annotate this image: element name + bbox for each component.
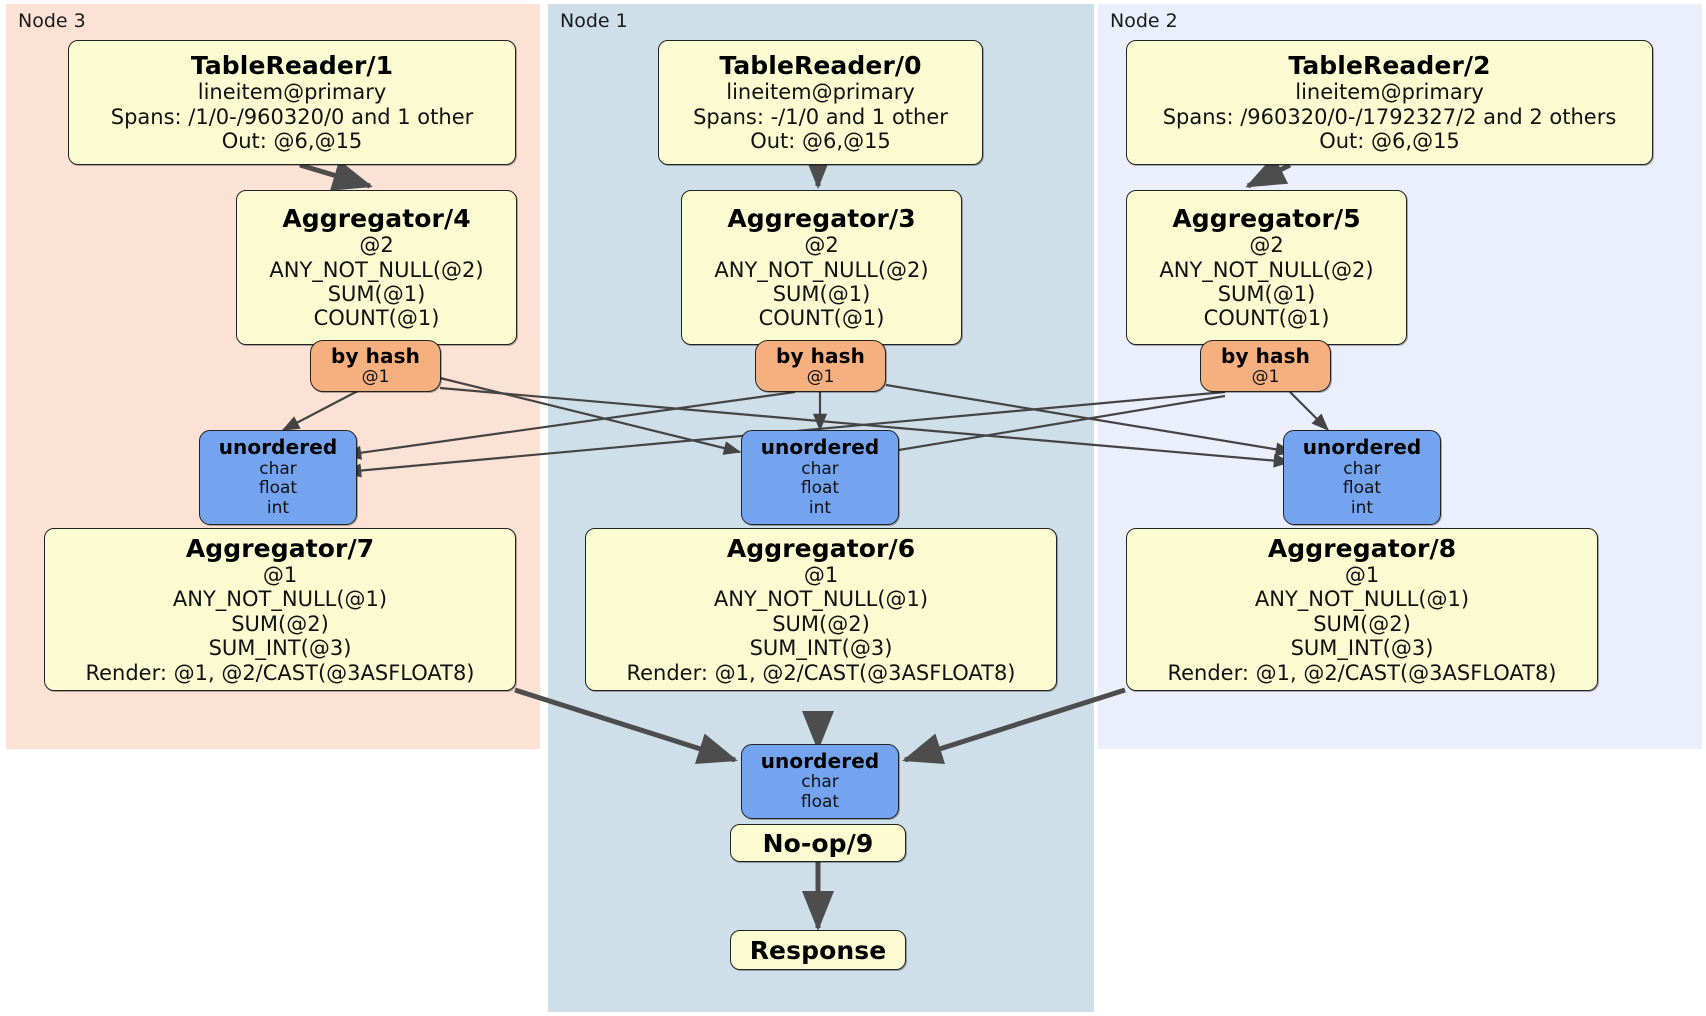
synchronizer-type: int xyxy=(266,497,290,518)
processor-no-op-9[interactable]: No-op/9 xyxy=(730,824,906,862)
node-panel-node3-label: Node 3 xyxy=(18,10,86,32)
processor-detail: SUM_INT(@3) xyxy=(749,636,893,661)
processor-render-expr: Render: @1, @2/CAST(@3ASFLOAT8) xyxy=(626,660,1016,685)
processor-detail: SUM(@1) xyxy=(327,282,426,306)
processor-detail: Out: @6,@15 xyxy=(1319,129,1460,154)
processor-detail: COUNT(@1) xyxy=(758,306,885,331)
processor-title: TableReader/1 xyxy=(190,51,394,81)
synchronizer-type: float xyxy=(258,478,298,499)
processor-detail: @1 xyxy=(803,563,839,588)
processor-detail: Spans: -/1/0 and 1 other xyxy=(693,104,948,129)
processor-detail: ANY_NOT_NULL(@1) xyxy=(1254,587,1470,612)
processor-detail: Spans: /960320/0-/1792327/2 and 2 others xyxy=(1162,104,1617,129)
synchronizer-type: float xyxy=(800,478,840,499)
processor-detail: SUM(@1) xyxy=(1217,282,1316,306)
synchronizer-type: char xyxy=(801,458,839,479)
processor-detail: @2 xyxy=(804,233,839,258)
node-panel-node1-label: Node 1 xyxy=(560,10,628,32)
synchronizer-title: unordered xyxy=(760,749,880,774)
synchronizer-title: unordered xyxy=(218,435,338,460)
processor-tablereader-0[interactable]: TableReader/0 lineitem@primary Spans: -/… xyxy=(658,40,983,165)
synchronizer-type: int xyxy=(1350,497,1374,518)
processor-title: Response xyxy=(749,935,887,965)
synchronizer-unordered-left[interactable]: unordered char float int xyxy=(199,430,357,525)
router-detail: @1 xyxy=(806,366,835,387)
router-by-hash-right[interactable]: by hash @1 xyxy=(1200,340,1331,392)
synchronizer-type: int xyxy=(808,497,832,518)
synchronizer-type: float xyxy=(800,792,840,813)
processor-detail: @1 xyxy=(262,563,298,588)
processor-title: No-op/9 xyxy=(762,828,874,858)
processor-detail: Spans: /1/0-/960320/0 and 1 other xyxy=(110,104,474,129)
processor-detail: lineitem@primary xyxy=(726,80,915,105)
processor-detail: SUM(@2) xyxy=(1313,611,1411,636)
router-detail: @1 xyxy=(361,366,390,387)
processor-render-expr: Render: @1, @2/CAST(@3ASFLOAT8) xyxy=(85,660,475,685)
processor-detail: ANY_NOT_NULL(@2) xyxy=(269,257,484,282)
processor-aggregator-5[interactable]: Aggregator/5 @2 ANY_NOT_NULL(@2) SUM(@1)… xyxy=(1126,190,1407,345)
synchronizer-type: float xyxy=(1342,478,1382,499)
processor-detail: ANY_NOT_NULL(@1) xyxy=(713,587,929,612)
router-title: by hash xyxy=(1221,343,1310,368)
processor-title: Aggregator/4 xyxy=(282,204,471,234)
processor-aggregator-8[interactable]: Aggregator/8 @1 ANY_NOT_NULL(@1) SUM(@2)… xyxy=(1126,528,1598,691)
synchronizer-title: unordered xyxy=(1302,435,1422,460)
processor-detail: Out: @6,@15 xyxy=(750,129,891,154)
processor-detail: COUNT(@1) xyxy=(1203,306,1330,331)
processor-tablereader-2[interactable]: TableReader/2 lineitem@primary Spans: /9… xyxy=(1126,40,1653,165)
processor-title: Aggregator/3 xyxy=(727,204,916,234)
router-by-hash-middle[interactable]: by hash @1 xyxy=(755,340,886,392)
synchronizer-type: char xyxy=(1343,458,1381,479)
router-by-hash-left[interactable]: by hash @1 xyxy=(310,340,441,392)
router-detail: @1 xyxy=(1251,366,1280,387)
processor-detail: Out: @6,@15 xyxy=(221,129,363,154)
synchronizer-type: char xyxy=(259,458,297,479)
processor-detail: SUM(@1) xyxy=(772,282,871,306)
processor-detail: @2 xyxy=(1249,233,1284,258)
processor-title: Aggregator/7 xyxy=(185,534,375,564)
processor-detail: ANY_NOT_NULL(@1) xyxy=(172,587,388,612)
processor-title: Aggregator/6 xyxy=(726,534,916,564)
synchronizer-unordered-right[interactable]: unordered char float int xyxy=(1283,430,1441,525)
processor-response[interactable]: Response xyxy=(730,930,906,970)
processor-detail: ANY_NOT_NULL(@2) xyxy=(714,257,929,282)
node-panel-node2-label: Node 2 xyxy=(1110,10,1178,32)
processor-detail: ANY_NOT_NULL(@2) xyxy=(1159,257,1374,282)
synchronizer-title: unordered xyxy=(760,435,880,460)
synchronizer-type: char xyxy=(801,772,839,793)
processor-detail: @1 xyxy=(1344,563,1380,588)
router-title: by hash xyxy=(331,343,420,368)
processor-aggregator-3[interactable]: Aggregator/3 @2 ANY_NOT_NULL(@2) SUM(@1)… xyxy=(681,190,962,345)
processor-aggregator-7[interactable]: Aggregator/7 @1 ANY_NOT_NULL(@1) SUM(@2)… xyxy=(44,528,516,691)
processor-detail: COUNT(@1) xyxy=(313,306,440,331)
processor-detail: lineitem@primary xyxy=(197,80,387,105)
synchronizer-unordered-middle[interactable]: unordered char float int xyxy=(741,430,899,525)
processor-render-expr: Render: @1, @2/CAST(@3ASFLOAT8) xyxy=(1167,660,1557,685)
processor-aggregator-6[interactable]: Aggregator/6 @1 ANY_NOT_NULL(@1) SUM(@2)… xyxy=(585,528,1057,691)
processor-detail: SUM(@2) xyxy=(231,611,329,636)
synchronizer-unordered-final[interactable]: unordered char float xyxy=(741,744,899,819)
processor-tablereader-1[interactable]: TableReader/1 lineitem@primary Spans: /1… xyxy=(68,40,516,165)
processor-title: Aggregator/5 xyxy=(1172,204,1361,234)
processor-title: TableReader/2 xyxy=(1288,51,1491,81)
processor-detail: SUM(@2) xyxy=(772,611,870,636)
processor-detail: @2 xyxy=(359,233,394,258)
processor-aggregator-4[interactable]: Aggregator/4 @2 ANY_NOT_NULL(@2) SUM(@1)… xyxy=(236,190,517,345)
processor-detail: SUM_INT(@3) xyxy=(1290,636,1434,661)
processor-detail: lineitem@primary xyxy=(1295,80,1484,105)
processor-detail: SUM_INT(@3) xyxy=(208,636,352,661)
processor-title: Aggregator/8 xyxy=(1267,534,1457,564)
processor-title: TableReader/0 xyxy=(719,51,922,81)
router-title: by hash xyxy=(776,343,865,368)
